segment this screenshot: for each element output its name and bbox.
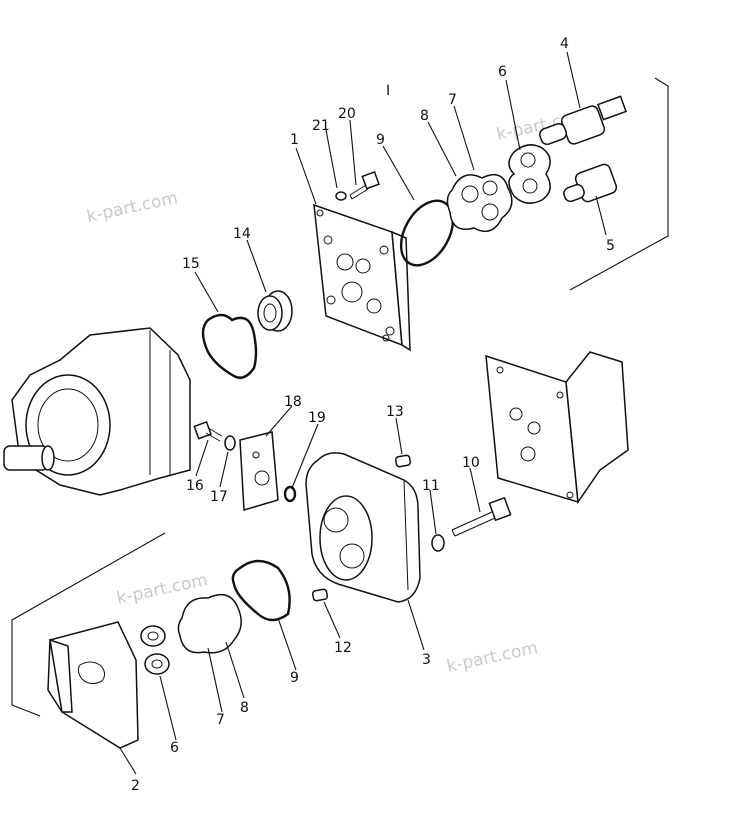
bushing-part-6-upper [508,144,551,204]
label-13: 13 [386,404,404,420]
washer-part-17 [224,435,236,451]
seal-part-8-lower [177,593,242,654]
label-7-upper: 7 [448,92,457,108]
label-8-upper: 8 [420,108,429,124]
label-8-lower: 8 [240,700,249,716]
cover-part-2 [47,621,139,749]
label-10: 10 [462,455,480,471]
label-1: 1 [290,132,299,148]
label-2: 2 [131,778,140,794]
dowel-pin-part-12 [311,588,329,602]
assembled-unit-right [485,351,629,505]
label-3: 3 [422,652,431,668]
o-ring-part-15 [201,313,258,379]
bolt-part-20 [349,171,380,200]
seal-part-8-upper [446,173,513,233]
washer-part-21 [335,191,347,201]
label-17: 17 [210,489,228,505]
group-bracket-top [569,77,669,291]
label-15: 15 [182,256,200,272]
cover-plate-part-1 [313,203,411,352]
label-5: 5 [606,238,615,254]
label-4: 4 [560,36,569,52]
label-7-lower: 7 [216,712,225,728]
group-bracket-bottom [11,532,166,717]
o-ring-part-19 [283,485,297,503]
bushing-part-6-lower [140,625,170,675]
pump-body-part-3 [305,452,421,603]
label-6-lower: 6 [170,740,179,756]
bolt-part-10 [451,496,512,537]
label-9-lower: 9 [290,670,299,686]
o-ring-part-9-lower [231,559,291,622]
watermark: k-part.com [85,188,180,227]
plate-part-18 [239,431,279,511]
leader-lines [119,51,607,775]
o-ring-part-9-upper [399,199,455,267]
label-18: 18 [284,394,302,410]
label-12: 12 [334,640,352,656]
drive-gear-part-4 [538,95,627,146]
label-20: 20 [338,106,356,122]
label-6-upper: 6 [498,64,507,80]
driven-gear-part-5 [563,163,618,203]
dowel-pin-part-13 [394,454,412,468]
label-19: 19 [308,410,326,426]
label-16: 16 [186,478,204,494]
washer-part-11 [431,534,445,552]
label-21: 21 [312,118,330,134]
bolt-part-16 [193,421,223,442]
top-mark: I [386,83,390,99]
pump-body-left [3,327,191,496]
label-11: 11 [422,478,440,494]
label-9-upper: 9 [376,132,385,148]
bearing-part-14 [257,290,293,332]
watermark: k-part.com [445,638,540,677]
label-14: 14 [233,226,251,242]
